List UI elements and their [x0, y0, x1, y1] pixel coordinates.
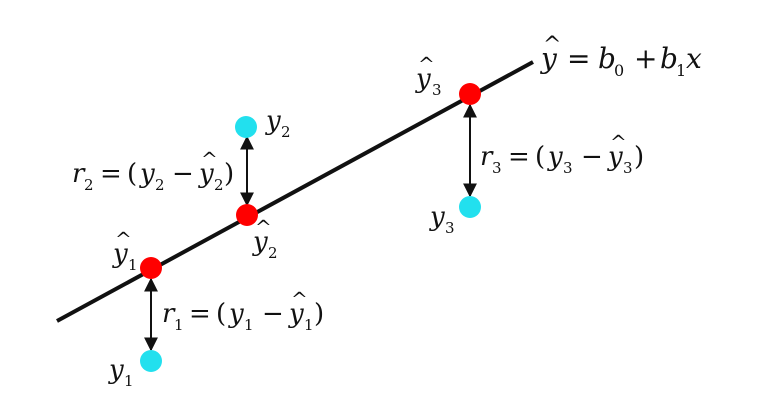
- svg-text:^: ^: [115, 227, 132, 251]
- svg-text:y: y: [429, 202, 445, 232]
- svg-text:r: r: [162, 299, 176, 329]
- svg-text:1: 1: [124, 372, 134, 390]
- svg-text:=: =: [189, 299, 211, 329]
- svg-text:1: 1: [128, 256, 138, 274]
- svg-text:=: =: [567, 42, 590, 75]
- svg-text:3: 3: [563, 159, 573, 177]
- observed-point-1: [140, 350, 162, 372]
- svg-text:1: 1: [676, 61, 686, 80]
- label-y-1: y 1: [108, 355, 134, 390]
- svg-text:): ): [224, 159, 234, 189]
- residual-label-3: r 3 = ( y 3 − y ^ 3 ): [480, 130, 644, 177]
- svg-text:y: y: [228, 299, 244, 329]
- svg-text:^: ^: [418, 52, 435, 76]
- svg-text:2: 2: [268, 244, 278, 262]
- svg-text:r: r: [72, 159, 86, 189]
- svg-text:y: y: [547, 142, 563, 172]
- svg-text:^: ^: [255, 215, 272, 239]
- svg-text:(: (: [127, 159, 137, 189]
- svg-text:1: 1: [304, 316, 314, 334]
- svg-text:^: ^: [610, 130, 627, 154]
- svg-text:2: 2: [84, 176, 94, 194]
- svg-text:(: (: [216, 299, 226, 329]
- svg-text:x: x: [686, 42, 702, 75]
- observed-point-3: [459, 196, 481, 218]
- svg-text:−: −: [172, 159, 194, 189]
- svg-text:^: ^: [543, 33, 561, 58]
- svg-text:y: y: [252, 227, 268, 257]
- svg-text:b: b: [660, 42, 678, 75]
- predicted-point-3: [459, 83, 481, 105]
- svg-text:0: 0: [614, 61, 624, 80]
- svg-text:y: y: [198, 159, 214, 189]
- regression-line: [56, 60, 534, 323]
- label-yhat-1: y ^ 1: [112, 227, 138, 274]
- svg-text:y: y: [112, 239, 128, 269]
- svg-text:−: −: [581, 142, 603, 172]
- label-y-3: y 3: [429, 202, 455, 237]
- svg-text:): ): [314, 299, 324, 329]
- label-yhat-2: y ^ 2: [252, 215, 278, 262]
- svg-text:1: 1: [244, 316, 254, 334]
- svg-text:^: ^: [201, 147, 218, 171]
- svg-text:y: y: [607, 142, 623, 172]
- predicted-point-1: [140, 257, 162, 279]
- svg-text:): ): [634, 142, 644, 172]
- svg-text:+: +: [634, 42, 657, 75]
- svg-text:=: =: [100, 159, 122, 189]
- svg-text:y: y: [288, 299, 304, 329]
- svg-text:−: −: [262, 299, 284, 329]
- svg-text:y: y: [415, 64, 431, 94]
- svg-text:1: 1: [174, 316, 184, 334]
- regression-equation: y ^ = b 0 + b 1 x: [539, 33, 702, 80]
- residual-label-1: r 1 = ( y 1 − y ^ 1 ): [162, 287, 324, 334]
- svg-text:3: 3: [492, 159, 502, 177]
- svg-text:(: (: [535, 142, 545, 172]
- predicted-point-2: [236, 204, 258, 226]
- svg-text:3: 3: [445, 219, 455, 237]
- label-yhat-3: y ^ 3: [415, 52, 442, 99]
- svg-text:2: 2: [155, 176, 165, 194]
- observed-point-2: [235, 116, 257, 138]
- svg-text:y: y: [108, 355, 124, 385]
- svg-text:y: y: [265, 106, 281, 136]
- svg-text:2: 2: [214, 176, 224, 194]
- svg-text:b: b: [598, 42, 616, 75]
- svg-text:r: r: [480, 142, 494, 172]
- svg-text:3: 3: [623, 159, 633, 177]
- svg-text:^: ^: [291, 287, 308, 311]
- svg-text:y: y: [539, 42, 558, 75]
- svg-text:=: =: [508, 142, 530, 172]
- svg-text:2: 2: [281, 123, 291, 141]
- label-y-2: y 2: [265, 106, 291, 141]
- residual-label-2: r 2 = ( y 2 − y ^ 2 ): [72, 147, 234, 194]
- svg-text:y: y: [139, 159, 155, 189]
- svg-text:3: 3: [432, 81, 442, 99]
